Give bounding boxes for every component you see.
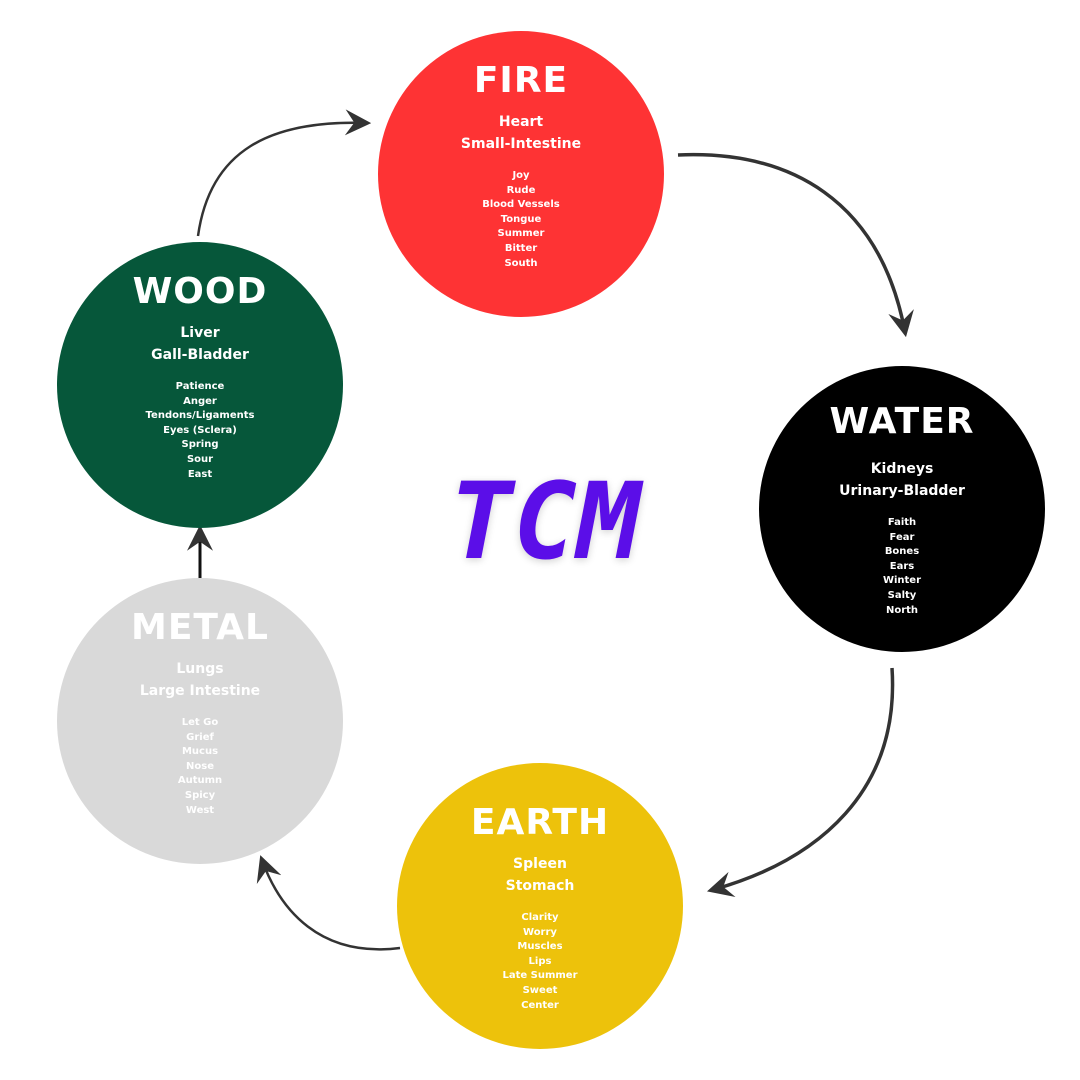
element-organ: Large Intestine [139,683,261,699]
element-name: METAL [131,607,269,648]
element-wood-circle: WOOD Liver Gall-Bladder Patience Anger T… [57,242,343,528]
element-attribute: West [185,804,215,816]
element-attribute: Lips [528,955,552,967]
element-organ: Spleen [513,856,567,872]
element-attribute: Nose [186,760,214,772]
element-attribute: Tendons/Ligaments [145,410,255,422]
element-organ: Gall-Bladder [151,347,249,363]
element-attribute: Anger [183,395,217,407]
element-organ: Liver [180,325,220,341]
element-attribute: Sweet [522,984,558,996]
element-organ: Heart [498,114,544,130]
element-attribute: Spring [181,439,219,451]
element-attribute: Center [521,999,559,1011]
element-attribute: Faith [887,517,917,528]
element-organ: Urinary-Bladder [839,483,965,499]
element-fire-circle: FIRE Heart Small-Intestine Joy Rude Bloo… [378,31,664,317]
element-attribute: Mucus [181,746,219,758]
element-metal-circle: METAL Lungs Large Intestine Let Go Grief… [57,578,343,864]
element-name: WATER [829,401,975,442]
element-attribute: Grief [186,731,214,743]
element-attribute: Bones [884,546,920,558]
element-attribute: Ears [889,560,915,572]
arrow-fire-to-water [677,152,914,338]
element-attribute: Joy [512,170,530,181]
element-attribute: Bitter [504,242,538,254]
element-earth-circle: EARTH Spleen Stomach Clarity Worry Muscl… [397,763,683,1049]
element-organ: Kidneys [870,461,934,477]
element-attribute: Summer [497,228,545,240]
center-title: TCM [449,460,641,583]
element-attribute: Winter [882,575,922,587]
element-attribute: South [504,257,538,269]
element-water-circle: WATER Kidneys Urinary-Bladder Faith Fear… [759,366,1045,652]
element-attribute: Let Go [181,717,219,728]
element-attribute: Muscles [517,941,563,953]
arrow-earth-to-metal [256,855,401,951]
element-attribute: East [187,468,213,480]
element-name: FIRE [473,60,569,101]
element-attribute: Blood Vessels [482,199,560,211]
element-attribute: Autumn [177,775,223,787]
element-attribute: Salty [887,589,917,601]
element-attribute: Worry [523,926,557,938]
element-organ: Lungs [176,661,224,677]
element-name: EARTH [470,802,610,843]
element-attribute: Fear [889,531,915,543]
element-attribute: Sour [186,453,214,465]
element-attribute: Rude [506,184,536,196]
element-attribute: Spicy [184,789,216,801]
element-name: WOOD [132,271,268,312]
element-attribute: Eyes (Sclera) [163,424,237,436]
element-organ: Stomach [505,878,575,894]
arrow-water-to-earth [706,667,895,897]
element-attribute: Clarity [521,912,559,923]
element-attribute: Tongue [500,213,542,225]
element-attribute: Late Summer [502,970,578,982]
element-organ: Small-Intestine [460,136,582,152]
element-attribute: North [885,604,919,616]
element-attribute: Patience [175,381,225,392]
arrow-wood-to-fire [196,109,372,237]
